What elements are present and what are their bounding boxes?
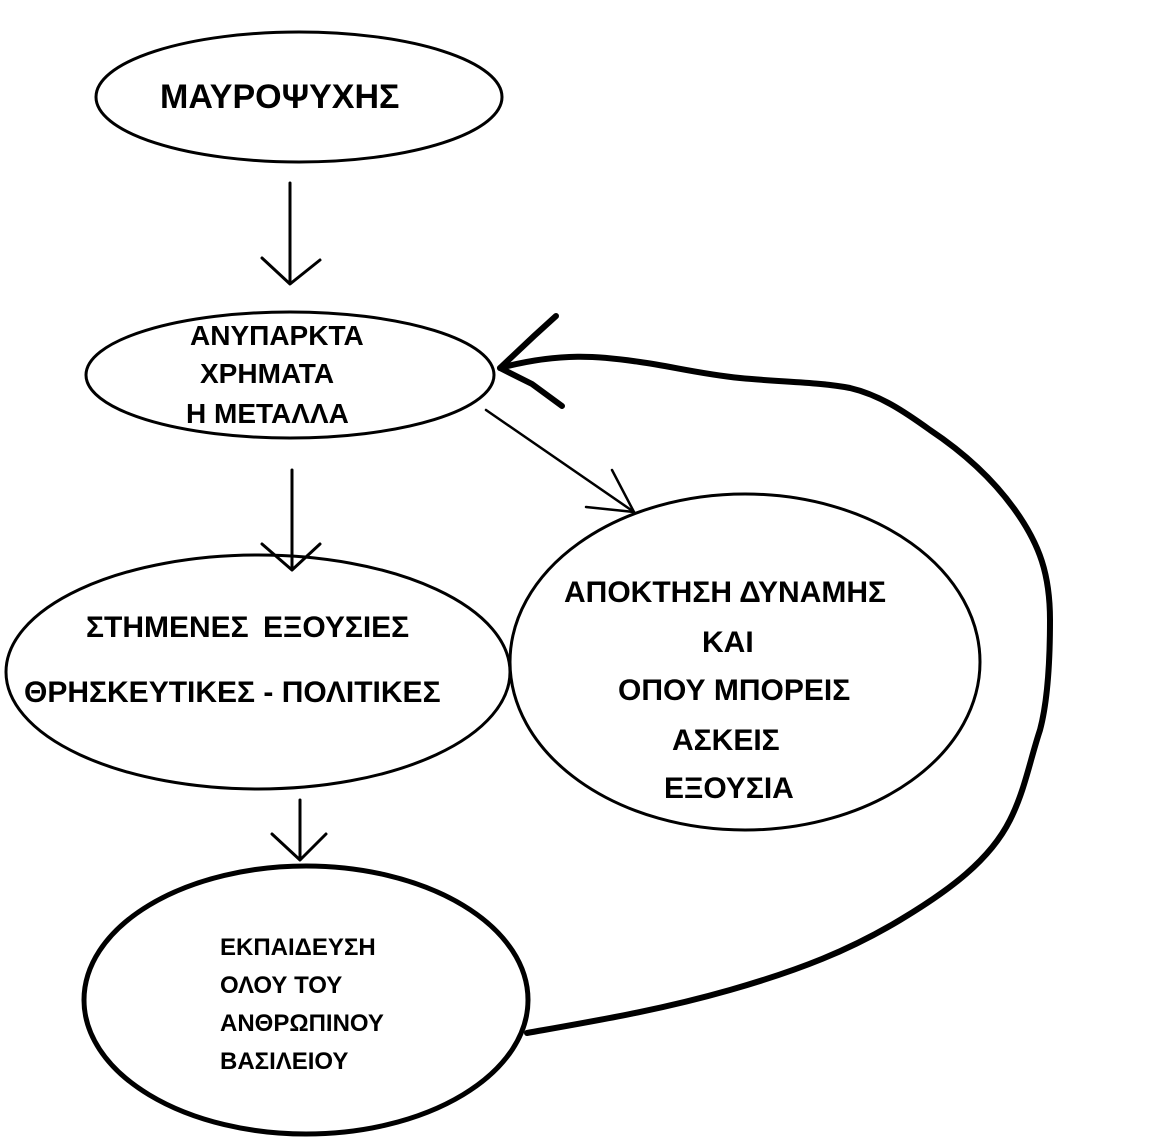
arrow-ekpaideysi-loop-to-chrimata — [497, 313, 1053, 1036]
node-ekpaideysi — [81, 863, 531, 1137]
node-dynami-label-line-2: ΚΑΙ — [702, 626, 754, 659]
node-mavropsychis-label: ΜΑΥΡΟΨΥΧΗΣ — [160, 78, 400, 116]
arrow-chrimata-to-dynami — [484, 408, 636, 514]
node-exousies-label-line-1: ΣΤΗΜΕΝΕΣ ΕΞΟΥΣΙΕΣ — [86, 611, 410, 644]
node-ekpaideysi-label-line-2: ΟΛΟΥ ΤΟΥ — [220, 972, 343, 999]
node-chrimata-label-line-1: ΑΝΥΠΑΡΚΤΑ — [190, 320, 364, 351]
node-dynami-label-line-1: ΑΠΟΚΤΗΣΗ ΔΥΝΑΜΗΣ — [564, 576, 887, 609]
node-dynami-label-line-3: ΟΠΟΥ ΜΠΟΡΕΙΣ — [618, 674, 851, 707]
node-dynami-label-line-5: ΕΞΟΥΣΙΑ — [664, 772, 794, 805]
arrow-mavropsychis-to-chrimata — [260, 181, 322, 286]
node-chrimata-label-line-3: Η ΜΕΤΑΛΛΑ — [186, 398, 349, 429]
node-dynami-label-line-4: ΑΣΚΕΙΣ — [672, 724, 780, 757]
arrow-exousies-to-ekpaideysi — [270, 798, 328, 862]
node-ekpaideysi-label-line-3: ΑΝΘΡΩΠΙΝΟΥ — [220, 1010, 384, 1037]
node-anyparkta-chrimata — [84, 310, 496, 440]
node-ekpaideysi-label-line-1: ΕΚΠΑΙΔΕΥΣΗ — [220, 934, 376, 961]
arrow-chrimata-to-exousies — [260, 468, 322, 572]
node-mavropsychis — [94, 30, 504, 164]
node-stimenes-exousies — [4, 553, 512, 791]
node-apoktisi-dynamis — [508, 492, 982, 832]
node-chrimata-label-line-2: ΧΡΗΜΑΤΑ — [200, 358, 335, 389]
node-ekpaideysi-label-line-4: ΒΑΣΙΛΕΙΟΥ — [220, 1048, 349, 1075]
node-exousies-label-line-2: ΘΡΗΣΚΕΥΤΙΚΕΣ - ΠΟΛΙΤΙΚΕΣ — [24, 676, 441, 709]
